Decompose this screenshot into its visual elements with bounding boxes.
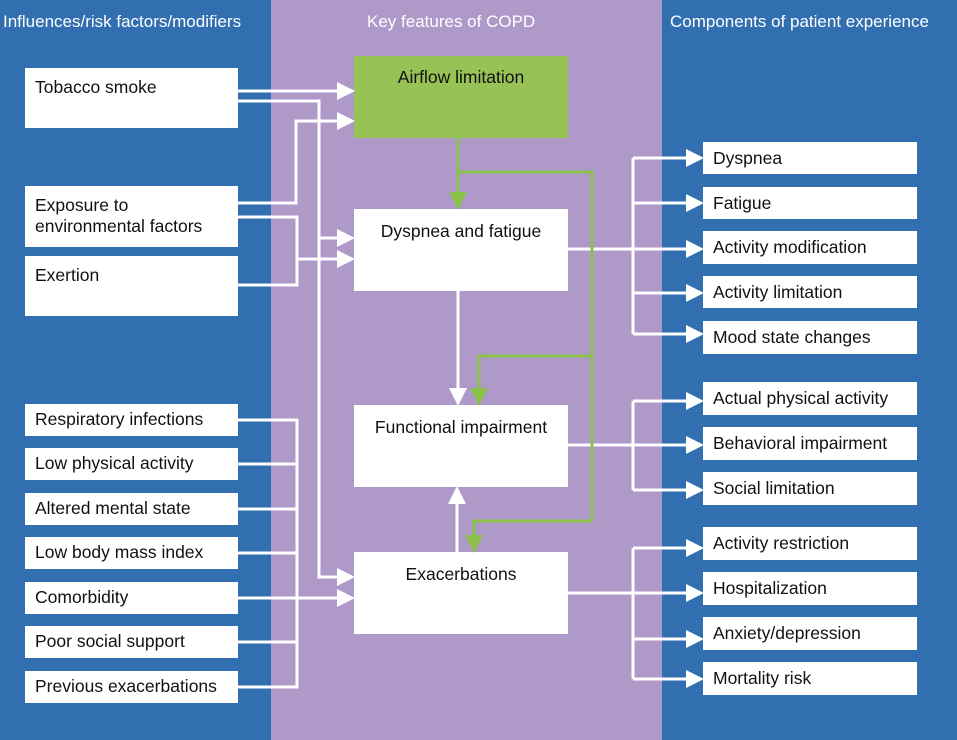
feature-airflow-limitation: Airflow limitation — [354, 56, 568, 138]
experience-mortality-risk: Mortality risk — [703, 662, 917, 695]
experience-activity-modification: Activity modification — [703, 231, 917, 264]
experience-mood-state-changes: Mood state changes — [703, 321, 917, 354]
experience-social-limitation: Social limitation — [703, 472, 917, 505]
influence-low-physical-activity: Low physical activity — [25, 448, 238, 480]
feature-dyspnea-and-fatigue: Dyspnea and fatigue — [354, 209, 568, 291]
feature-exacerbations: Exacerbations — [354, 552, 568, 634]
experience-anxiety-depression: Anxiety/depression — [703, 617, 917, 650]
experience-behavioral-impairment: Behavioral impairment — [703, 427, 917, 460]
influence-poor-social-support: Poor social support — [25, 626, 238, 658]
influence-exertion: Exertion — [25, 256, 238, 316]
influence-tobacco-smoke: Tobacco smoke — [25, 68, 238, 128]
influence-environmental-factors: Exposure to environmental factors — [25, 186, 238, 247]
patient-experience-panel: Components of patient experience — [662, 0, 957, 740]
experience-dyspnea: Dyspnea — [703, 142, 917, 174]
experience-activity-restriction: Activity restriction — [703, 527, 917, 560]
influence-low-bmi: Low body mass index — [25, 537, 238, 569]
key-features-title: Key features of COPD — [367, 12, 536, 31]
influence-previous-exacerbations: Previous exacerbations — [25, 671, 238, 703]
influence-respiratory-infections: Respiratory infections — [25, 404, 238, 436]
experience-hospitalization: Hospitalization — [703, 572, 917, 605]
experience-fatigue: Fatigue — [703, 187, 917, 219]
influences-title: Influences/risk factors/modifiers — [3, 12, 242, 31]
experience-activity-limitation: Activity limitation — [703, 276, 917, 308]
patient-experience-title: Components of patient experience — [670, 12, 929, 31]
experience-actual-physical-activity: Actual physical activity — [703, 382, 917, 415]
influence-environmental-factors-label: Exposure to environmental factors — [35, 195, 203, 236]
feature-functional-impairment: Functional impairment — [354, 405, 568, 487]
influence-altered-mental-state: Altered mental state — [25, 493, 238, 525]
influence-comorbidity: Comorbidity — [25, 582, 238, 614]
